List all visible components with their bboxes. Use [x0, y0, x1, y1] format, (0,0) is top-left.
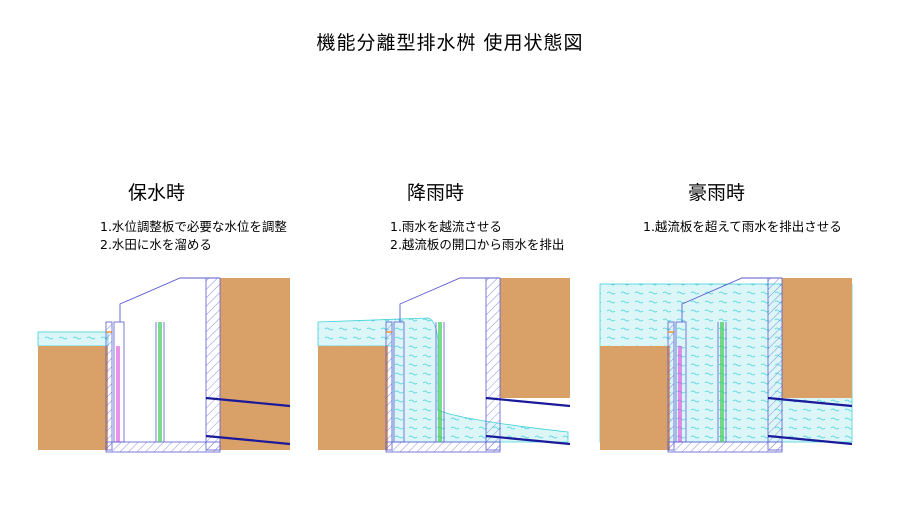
drain-pipe-lower: [205, 434, 291, 446]
right-wall: [205, 277, 221, 451]
drain-pipe-upper: [205, 396, 291, 408]
left-wall: [105, 321, 113, 451]
note-rainfall-1: 1.雨水を越流させる: [390, 219, 502, 234]
heading-rainfall: 降雨時: [407, 182, 465, 204]
bank-soil: [500, 278, 570, 398]
left-wall: [385, 321, 393, 451]
paddy-soil: [38, 346, 108, 450]
lid-outline: [681, 277, 782, 322]
diagram-rainfall: [317, 277, 571, 453]
plate-frame: [393, 321, 405, 443]
note-holding-2: 2.水田に水を溜める: [100, 237, 212, 252]
heading-holding: 保水時: [128, 182, 186, 204]
drain-pipe-upper: [485, 396, 571, 408]
note-rainfall-2: 2.越流板の開口から雨水を排出: [390, 237, 565, 252]
notes-heavy-rain: 1.越流板を超えて雨水を排出させる: [643, 218, 842, 236]
water-level-plate: [116, 346, 120, 442]
left-wall: [667, 321, 675, 451]
drain-pipe-upper: [767, 396, 853, 408]
diagram-heavy-rain: [599, 277, 853, 453]
bank-soil: [782, 278, 852, 398]
paddy-water: [37, 331, 109, 347]
water-level-plate: [678, 346, 682, 442]
drain-pipe-lower: [767, 434, 853, 446]
page-title: 機能分離型排水桝 使用状態図: [316, 32, 584, 54]
diagram-holding: [37, 277, 291, 453]
lid-outline: [399, 277, 500, 322]
paddy-soil: [600, 346, 670, 450]
bank-soil: [220, 278, 290, 450]
overflow-plate: [158, 322, 162, 442]
note-heavy-rain-1: 1.越流板を超えて雨水を排出させる: [643, 219, 842, 234]
right-wall: [767, 277, 783, 451]
plate-frame: [675, 321, 687, 443]
bottom-slab: [385, 441, 501, 453]
note-holding-1: 1.水位調整板で必要な水位を調整: [100, 219, 287, 234]
overflow-plate: [438, 322, 442, 442]
drain-pipe-lower: [485, 434, 571, 446]
bottom-slab: [667, 441, 783, 453]
notes-rainfall: 1.雨水を越流させる 2.越流板の開口から雨水を排出: [390, 218, 564, 254]
paddy-soil: [318, 346, 388, 450]
bottom-slab: [105, 441, 221, 453]
right-wall: [485, 277, 501, 451]
lid-outline: [119, 277, 220, 322]
notes-holding: 1.水位調整板で必要な水位を調整 2.水田に水を溜める: [100, 218, 287, 254]
heading-heavy-rain: 豪雨時: [688, 182, 746, 204]
overflow-plate: [720, 322, 724, 442]
plate-frame: [113, 321, 125, 443]
overflow-water: [317, 317, 569, 443]
